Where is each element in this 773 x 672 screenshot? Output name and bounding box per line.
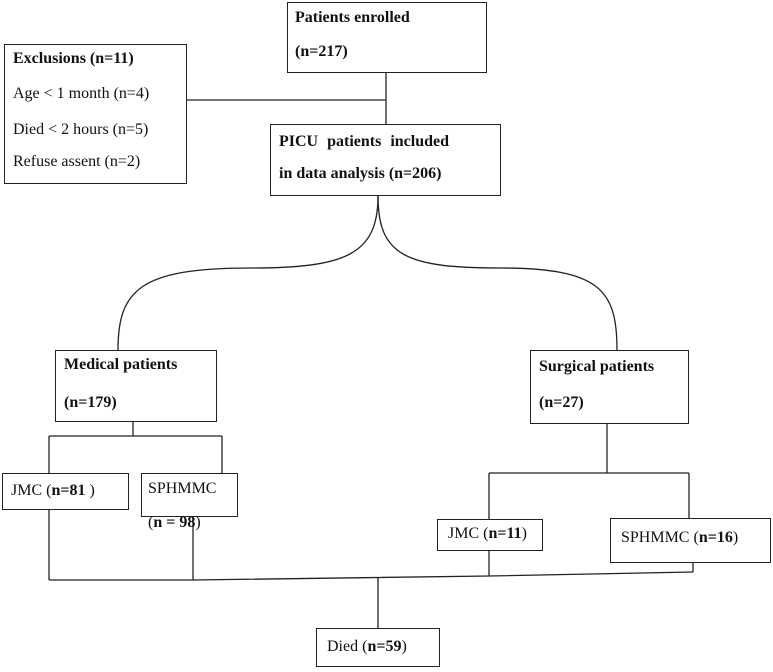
surgical-title: Surgical patients	[539, 358, 655, 375]
surgical-count: (n=27)	[539, 394, 584, 411]
died-box: Died (n=59)	[316, 628, 440, 667]
medical-jmc-label: JMC (n=81 )	[11, 482, 95, 499]
medical-title: Medical patients	[64, 356, 178, 373]
surgical-sphmmc-box: SPHMMC (n=16)	[610, 518, 771, 563]
medical-count: (n=179)	[64, 394, 117, 411]
included-line2: in data analysis (n=206)	[279, 165, 442, 182]
died-label: Died (n=59)	[327, 638, 407, 655]
enrolled-count: (n=217)	[295, 43, 348, 60]
medical-jmc-box: JMC (n=81 )	[2, 473, 129, 510]
enrolled-box: Patients enrolled (n=217)	[287, 2, 487, 73]
surgical-jmc-label: JMC (n=11)	[448, 525, 527, 542]
exclusions-box: Exclusions (n=11) Age < 1 month (n=4) Di…	[4, 44, 187, 184]
included-line1: PICU patients included	[279, 133, 450, 150]
medical-sphmmc-count: (n = 98)	[148, 514, 201, 531]
medical-sphmmc-title: SPHMMC	[148, 480, 217, 497]
exclusion-item: Refuse assent (n=2)	[13, 153, 141, 170]
surgical-box: Surgical patients (n=27)	[530, 350, 689, 424]
exclusion-item: Age < 1 month (n=4)	[13, 85, 150, 102]
exclusions-title: Exclusions (n=11)	[13, 50, 134, 67]
surgical-jmc-box: JMC (n=11)	[437, 519, 543, 551]
included-box: PICU patients included in data analysis …	[270, 124, 501, 196]
surgical-sphmmc-label: SPHMMC (n=16)	[621, 529, 739, 546]
medical-box: Medical patients (n=179)	[55, 350, 217, 422]
exclusion-item: Died < 2 hours (n=5)	[13, 121, 149, 138]
medical-sphmmc-box: SPHMMC (n = 98)	[141, 473, 238, 531]
enrolled-title: Patients enrolled	[295, 9, 410, 26]
